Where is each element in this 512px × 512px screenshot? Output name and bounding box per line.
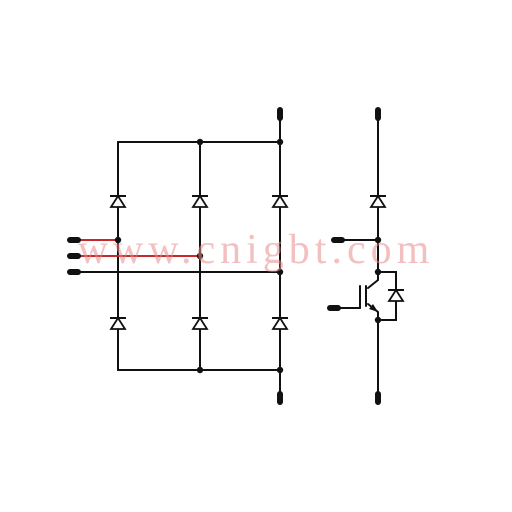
- freewheel-diode: [387, 289, 405, 302]
- junction-dot: [114, 236, 122, 244]
- junction-dot: [374, 268, 382, 276]
- diode-lower-1: [109, 317, 127, 330]
- diode-upper-1: [109, 195, 127, 208]
- diode-upper-2: [191, 195, 209, 208]
- junction-dot: [374, 316, 382, 324]
- junction-dot: [196, 366, 204, 374]
- junction-dot: [374, 236, 382, 244]
- diode-lower-2: [191, 317, 209, 330]
- diode-upper-3: [271, 195, 289, 208]
- diode-bridge: [67, 107, 289, 405]
- brake-chopper: [327, 107, 405, 405]
- chopper-diode: [369, 195, 387, 208]
- dc-positive-bus: [117, 117, 281, 143]
- junction-dot: [276, 138, 284, 146]
- diode-lower-3: [271, 317, 289, 330]
- junction-dot: [196, 138, 204, 146]
- dc-negative-bus: [117, 369, 281, 395]
- junction-dot: [276, 268, 284, 276]
- junction-dot: [196, 252, 204, 260]
- igbt-emitter-arrow-icon: [369, 304, 378, 312]
- junction-dot: [276, 366, 284, 374]
- igbt-symbol: [327, 271, 379, 321]
